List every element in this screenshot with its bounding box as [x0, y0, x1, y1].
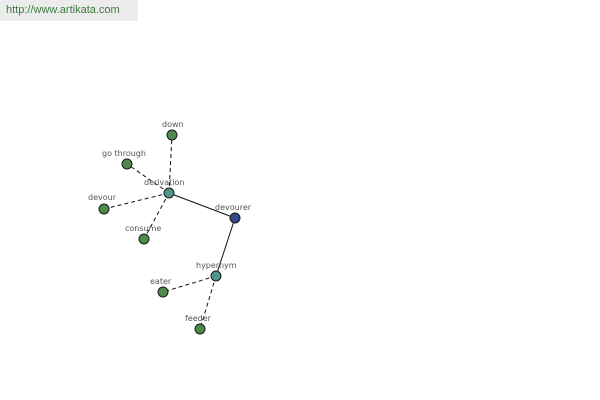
- edges-layer: [103, 134, 236, 330]
- node-devour[interactable]: [98, 203, 110, 215]
- node-eater[interactable]: [157, 286, 169, 298]
- node-label-feeder: feeder: [185, 314, 212, 323]
- node-feeder[interactable]: [194, 323, 206, 335]
- node-label-consume: consume: [125, 224, 161, 233]
- site-url-link[interactable]: http://www.artikata.com: [6, 4, 120, 16]
- edge-derivation-to-down: [168, 134, 173, 194]
- node-consume[interactable]: [138, 233, 150, 245]
- edge-derivation-to-devourer: [168, 192, 236, 219]
- node-label-devourer: devourer: [215, 203, 252, 212]
- nodes-layer: [98, 129, 241, 335]
- edge-derivation-to-consume: [143, 192, 170, 240]
- node-label-down: down: [162, 120, 184, 129]
- node-hypernym[interactable]: [210, 270, 222, 282]
- url-bar: http://www.artikata.com: [0, 0, 138, 21]
- edge-hypernym-to-eater: [162, 275, 217, 293]
- edge-hypernym-to-feeder: [199, 275, 217, 330]
- edge-derivation-to-go-through: [126, 163, 170, 194]
- node-down[interactable]: [166, 129, 178, 141]
- node-derivation[interactable]: [163, 187, 175, 199]
- node-label-devour: devour: [88, 193, 117, 202]
- node-go-through[interactable]: [121, 158, 133, 170]
- node-label-hypernym: hypernym: [196, 261, 237, 270]
- node-label-derivation: derivation: [144, 178, 184, 187]
- labels-layer: devourer derivation hypernym down go through…: [88, 120, 252, 323]
- node-label-eater: eater: [150, 277, 172, 286]
- node-label-go-through: go through: [102, 149, 146, 158]
- node-devourer[interactable]: [229, 212, 241, 224]
- edge-devourer-to-hypernym: [215, 217, 236, 277]
